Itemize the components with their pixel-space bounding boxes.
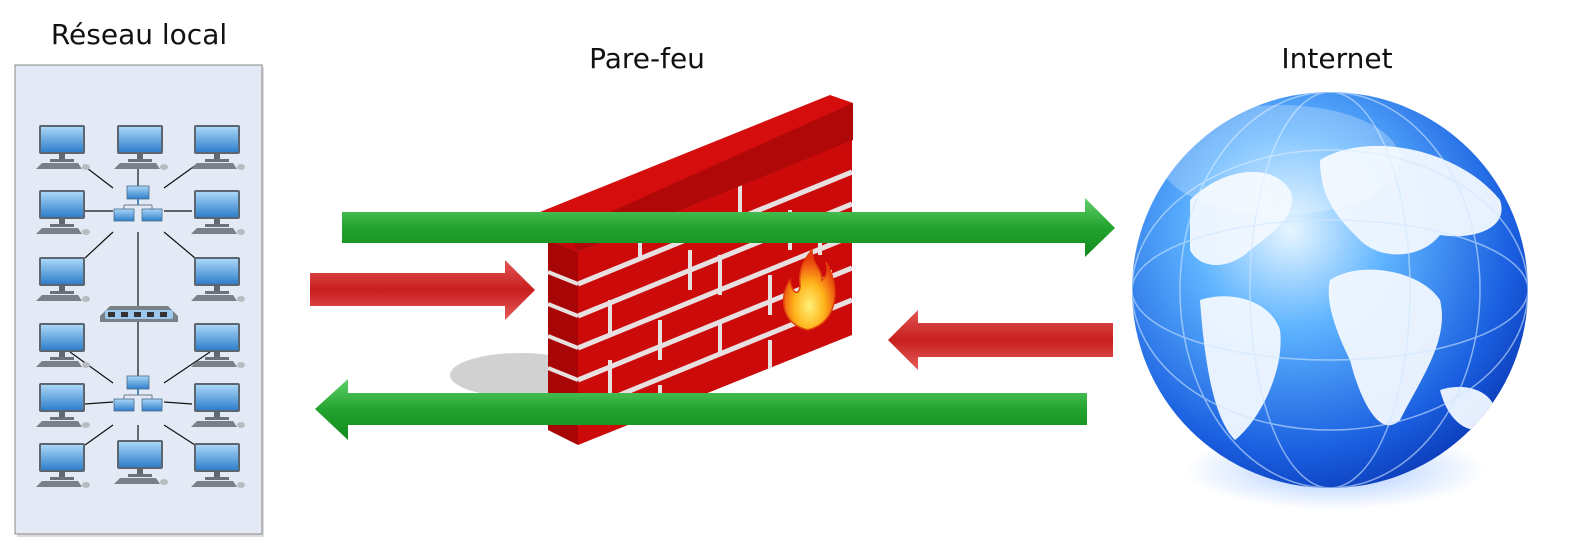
blocked-inbound-arrow-icon [310,260,535,320]
local-network-panel [14,64,264,537]
local-network-title: Réseau local [50,18,228,51]
flame-icon [782,248,836,331]
blocked-incoming-arrow-icon [888,310,1113,370]
globe-icon [1132,92,1528,510]
internet-title: Internet [1281,42,1393,75]
firewall-title: Pare-feu [589,42,705,75]
switch-icon [100,306,178,322]
allowed-inbound-arrow-icon [315,379,1087,440]
allowed-outbound-arrow-icon [342,198,1115,257]
